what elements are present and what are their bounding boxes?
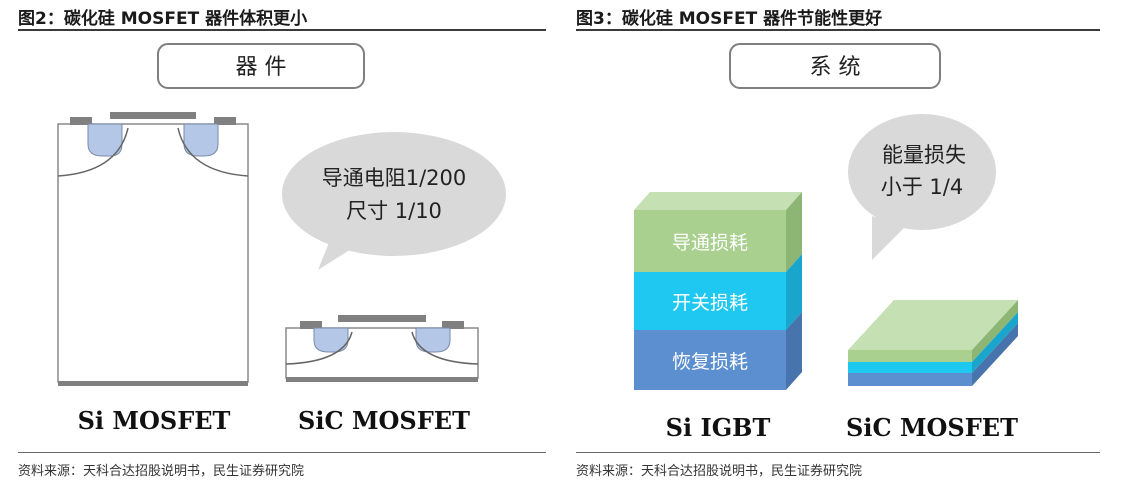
layer-label-conduction: 导通损耗 — [672, 232, 748, 254]
sic-mosfet-loss-stack — [848, 300, 1018, 386]
left-diagram: 器 件 — [57, 43, 506, 435]
left-bubble-line2: 尺寸 1/10 — [346, 199, 442, 223]
si-mosfet-device — [57, 112, 249, 386]
si-igbt-loss-stack — [634, 192, 802, 390]
label-si-mosfet: Si MOSFET — [78, 406, 231, 435]
left-bottom-rule — [18, 452, 546, 453]
right-bubble-line2: 小于 1/4 — [881, 175, 963, 199]
sic-mosfet-device — [285, 315, 479, 382]
right-source-note: 资料来源：天科合达招股说明书，民生证券研究院 — [576, 464, 863, 479]
label-sic-mosfet-right: SiC MOSFET — [846, 413, 1018, 442]
right-figure-title: 图3：碳化硅 MOSFET 器件节能性更好 — [576, 9, 883, 29]
left-header-text: 器 件 — [236, 55, 287, 80]
left-source-note: 资料来源：天科合达招股说明书，民生证券研究院 — [18, 464, 305, 479]
left-title-rule — [18, 29, 546, 31]
right-header-text: 系 统 — [810, 55, 861, 80]
left-header-box — [157, 43, 365, 89]
left-bubble-line1: 导通电阻1/200 — [322, 166, 467, 190]
right-bubble-line1: 能量损失 — [882, 143, 966, 167]
right-header-box — [729, 43, 941, 89]
right-bottom-rule — [576, 452, 1100, 453]
layer-label-recovery: 恢复损耗 — [672, 351, 748, 373]
left-figure-title: 图2：碳化硅 MOSFET 器件体积更小 — [18, 9, 308, 29]
layer-label-switching: 开关损耗 — [672, 292, 748, 314]
right-figure-panel: 图3：碳化硅 MOSFET 器件节能性更好 系 统 导通损耗 开关损耗 恢复损耗 — [576, 0, 1100, 504]
label-si-igbt: Si IGBT — [666, 413, 771, 442]
left-figure-panel: 图2：碳化硅 MOSFET 器件体积更小 器 件 — [18, 0, 546, 504]
label-sic-mosfet-left: SiC MOSFET — [298, 406, 470, 435]
left-speech-bubble — [282, 132, 506, 270]
right-title-rule — [576, 29, 1100, 31]
right-diagram: 系 统 导通损耗 开关损耗 恢复损耗 — [634, 43, 1018, 442]
right-speech-bubble — [848, 114, 996, 260]
